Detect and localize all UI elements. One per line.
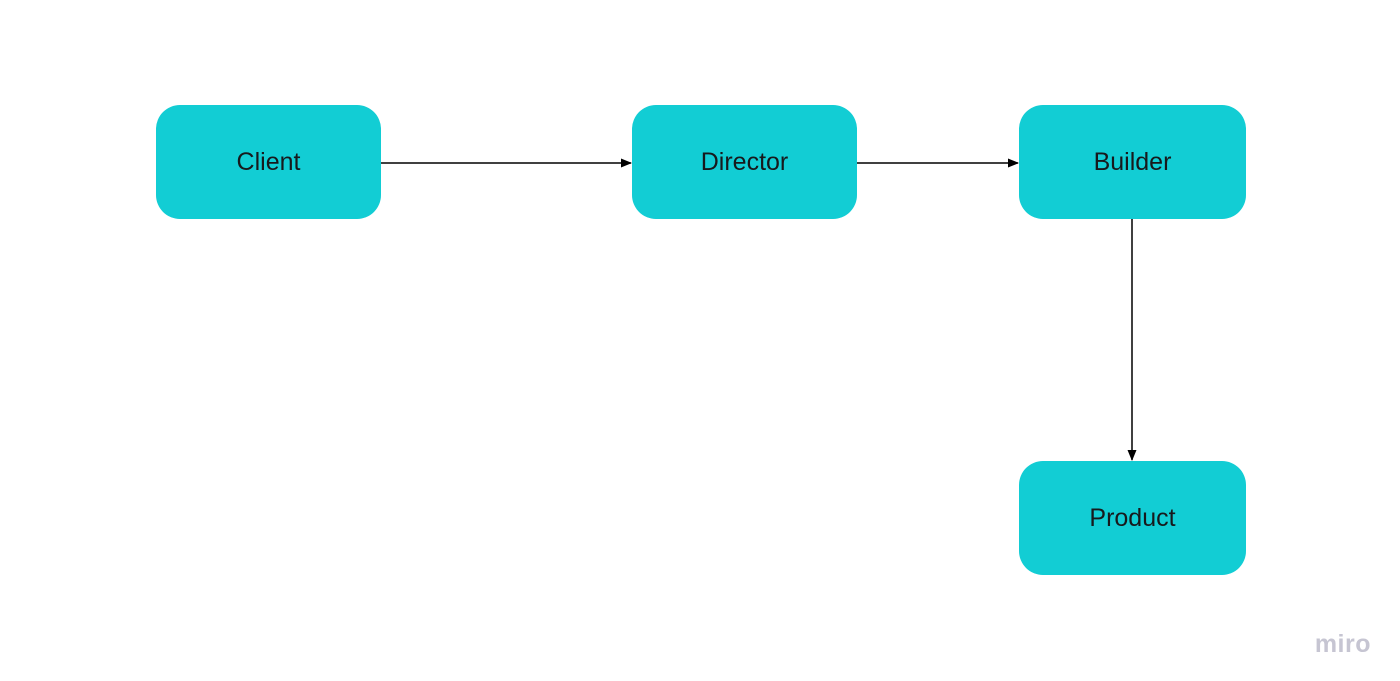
node-client-label: Client	[236, 148, 301, 176]
miro-logo: miro	[1314, 630, 1371, 658]
node-product-label: Product	[1089, 504, 1176, 532]
node-product[interactable]: Product	[1019, 461, 1246, 575]
node-director[interactable]: Director	[632, 105, 857, 219]
node-client[interactable]: Client	[156, 105, 381, 219]
node-builder-label: Builder	[1093, 148, 1172, 176]
node-builder[interactable]: Builder	[1019, 105, 1246, 219]
node-director-label: Director	[700, 148, 789, 176]
